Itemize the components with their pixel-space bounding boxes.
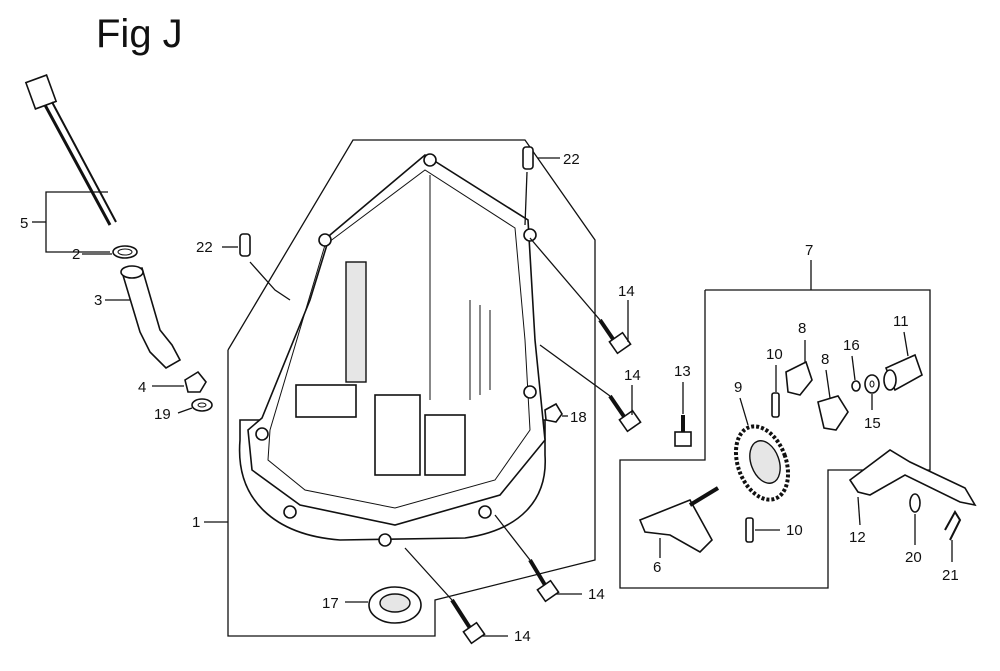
callout-22b: 22 (563, 151, 580, 168)
callout-12: 12 (849, 529, 866, 546)
callout-9: 9 (734, 379, 742, 396)
oil-seal (368, 586, 422, 624)
bolt (674, 415, 692, 447)
flange-bolt-3 (528, 558, 560, 603)
flange-bolt-2 (608, 394, 642, 433)
flange-bolt-1 (598, 318, 632, 355)
callout-2: 2 (72, 246, 80, 263)
governor-outline (619, 289, 931, 589)
callout-11: 11 (893, 313, 909, 330)
oil-filler-tube (120, 265, 182, 369)
callout-17: 17 (322, 595, 339, 612)
callout-10a: 10 (766, 346, 783, 363)
governor-weight-2 (817, 395, 849, 431)
governor-holder (883, 353, 923, 392)
dowel-pin-top (522, 146, 534, 170)
nut (184, 370, 207, 393)
lock-pin (944, 510, 962, 541)
callout-19: 19 (154, 406, 171, 423)
callout-4: 4 (138, 379, 146, 396)
callout-18: 18 (570, 409, 587, 426)
callout-5: 5 (20, 215, 28, 232)
clip (851, 380, 861, 392)
callout-14b: 14 (624, 367, 641, 384)
callout-20: 20 (905, 549, 922, 566)
callout-21: 21 (942, 567, 959, 584)
callout-8a: 8 (798, 320, 806, 337)
callout-16: 16 (843, 337, 860, 354)
figure-title: Fig J (96, 12, 183, 56)
callout-7: 7 (805, 242, 813, 259)
governor-weight-1 (785, 360, 813, 396)
pin-upper (771, 392, 780, 418)
callout-14a: 14 (618, 283, 635, 300)
callout-10b: 10 (786, 522, 803, 539)
plug (544, 402, 563, 423)
arm-washer (909, 493, 921, 513)
callout-6: 6 (653, 559, 661, 576)
oil-case-outline (227, 139, 596, 637)
pin-lower (745, 517, 754, 543)
flange-bolt-4 (450, 598, 486, 645)
oil-case (238, 153, 546, 547)
callout-14d: 14 (514, 628, 531, 645)
dipstick (24, 74, 117, 226)
callout-14c: 14 (588, 586, 605, 603)
callout-22a: 22 (196, 239, 213, 256)
callout-8b: 8 (821, 351, 829, 368)
callout-1: 1 (192, 514, 200, 531)
governor-arm (638, 486, 720, 553)
washer (191, 398, 213, 412)
callout-3: 3 (94, 292, 102, 309)
o-ring (112, 245, 138, 259)
callout-15: 15 (864, 415, 881, 432)
thrust-washer (864, 374, 880, 394)
dowel-pin-left (239, 233, 251, 257)
governor-arm-shaft (848, 449, 977, 507)
callout-13: 13 (674, 363, 691, 380)
governor-gear (733, 424, 791, 502)
